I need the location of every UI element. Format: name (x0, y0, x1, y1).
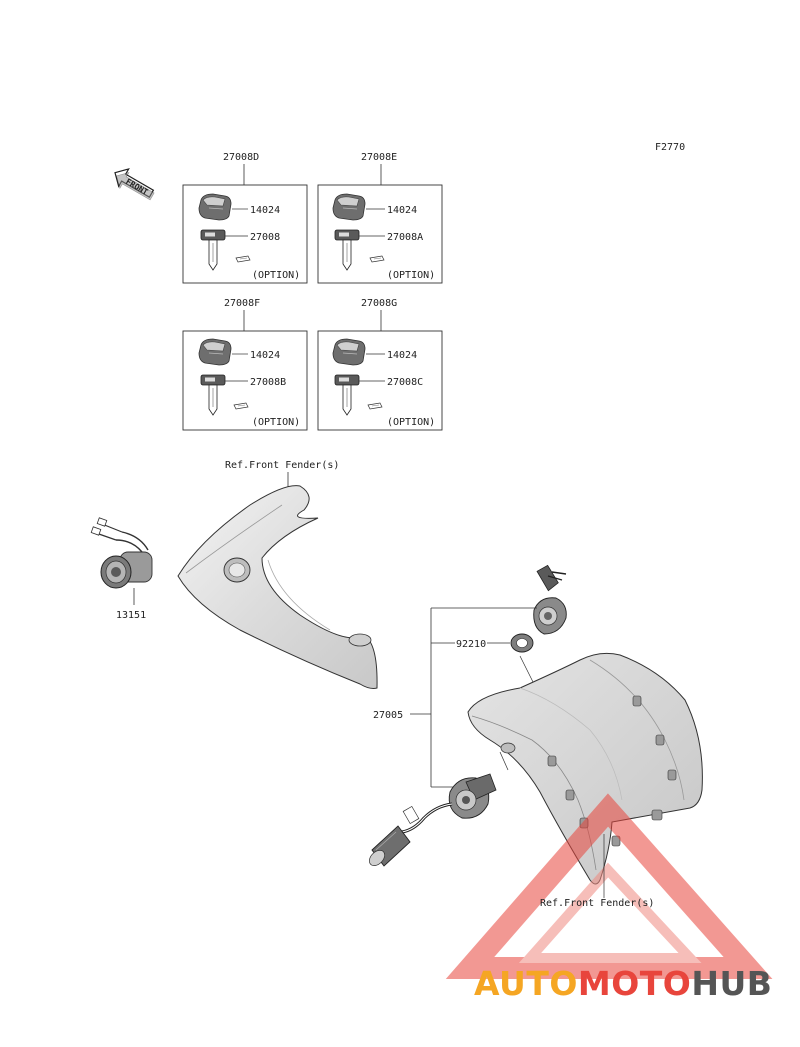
key-cap-icon (198, 338, 232, 366)
ref-front-fender-bottom-label: Ref.Front Fender(s) (540, 898, 654, 909)
ignition-switch-13151-icon (90, 517, 153, 589)
key-cap-icon (332, 193, 366, 221)
watermark-auto: AUTO (474, 964, 578, 1003)
watermark-logo-text: AUTOMOTOHUB (474, 964, 772, 1003)
front-direction-arrow: FRONT (114, 168, 155, 201)
option-label: (OPTION) (252, 270, 300, 281)
key-part-number: 27008C (387, 377, 423, 388)
option-label: (OPTION) (387, 270, 435, 281)
option-label: (OPTION) (252, 417, 300, 428)
automotohub-logo-triangle (445, 793, 773, 979)
cap-part-number: 14024 (387, 205, 417, 216)
cap-part-number: 14024 (250, 350, 280, 361)
option-label: (OPTION) (387, 417, 435, 428)
ignition-switch-cylinder-icon (533, 597, 567, 635)
part-number-27005: 27005 (373, 710, 403, 721)
watermark-hub: HUB (691, 964, 772, 1003)
washer-92210-icon (510, 633, 534, 653)
front-fender-panel-lower (467, 652, 703, 885)
figure-code: F2770 (655, 142, 685, 153)
part-number-92210: 92210 (456, 639, 486, 650)
key-kit-box-27008g: 27008G 14024 27008C (OPTION) (317, 298, 443, 431)
ignition-key-small-icon (536, 564, 567, 592)
kit-number: 27008E (361, 152, 397, 163)
kit-number: 27008G (361, 298, 397, 309)
key-kit-box-27008d: 27008D 14024 27008 (OPTION) (182, 152, 308, 284)
kit-number: 27008F (224, 298, 260, 309)
cap-part-number: 14024 (250, 205, 280, 216)
ignition-switch-body-icon (448, 773, 497, 819)
front-fender-panel-upper (177, 485, 378, 689)
key-part-number: 27008B (250, 377, 286, 388)
cap-part-number: 14024 (387, 350, 417, 361)
part-number-13151: 13151 (116, 610, 146, 621)
key-part-number: 27008A (387, 232, 423, 243)
kit-number: 27008D (223, 152, 259, 163)
ref-front-fender-top-label: Ref.Front Fender(s) (225, 460, 339, 471)
key-cap-icon (332, 338, 366, 366)
watermark-moto: MOTO (578, 964, 691, 1003)
assembly-bracket-27005 (410, 607, 537, 788)
wire-harness-connector-icon (369, 802, 453, 867)
key-part-number: 27008 (250, 232, 280, 243)
key-kit-box-27008f: 27008F 14024 27008B (OPTION) (182, 298, 308, 431)
key-kit-box-27008e: 27008E 14024 27008A (OPTION) (317, 152, 443, 284)
key-cap-icon (198, 193, 232, 221)
